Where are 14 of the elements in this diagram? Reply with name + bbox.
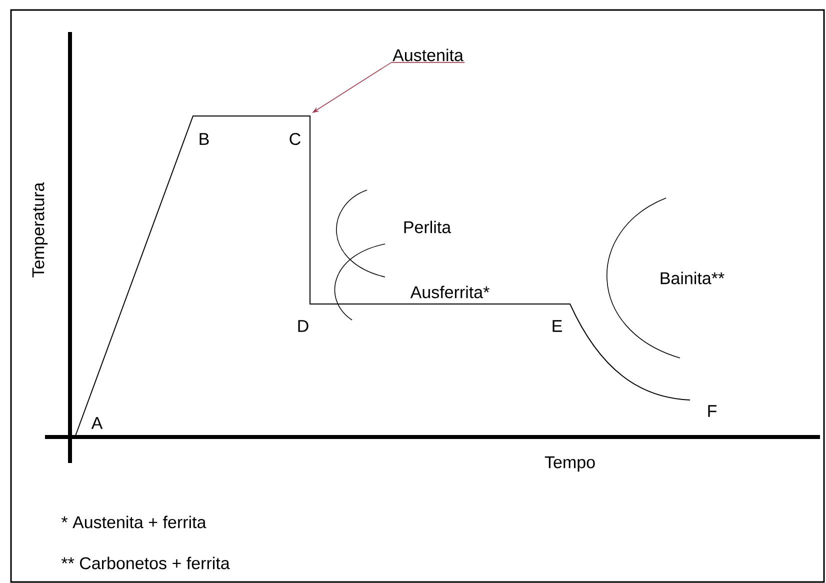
phase-label: Perlita	[404, 220, 452, 234]
point-label: C	[290, 132, 300, 146]
footnote: ** Carbonetos + ferrita	[61, 556, 230, 570]
text-label: Austenita	[390, 48, 466, 63]
axis-label: Temperatura	[32, 182, 48, 278]
point-label: D	[298, 320, 308, 332]
point-label: A	[91, 417, 103, 429]
axis-label: Tempo	[544, 456, 595, 472]
phase-label: Bainita**	[660, 272, 724, 284]
point-label: B	[200, 133, 209, 145]
footnote: * Austenita + ferrita	[61, 516, 206, 528]
point-label: F	[708, 405, 717, 417]
point-label: E	[552, 320, 562, 332]
phase-label: Ausferrita*	[410, 286, 490, 298]
